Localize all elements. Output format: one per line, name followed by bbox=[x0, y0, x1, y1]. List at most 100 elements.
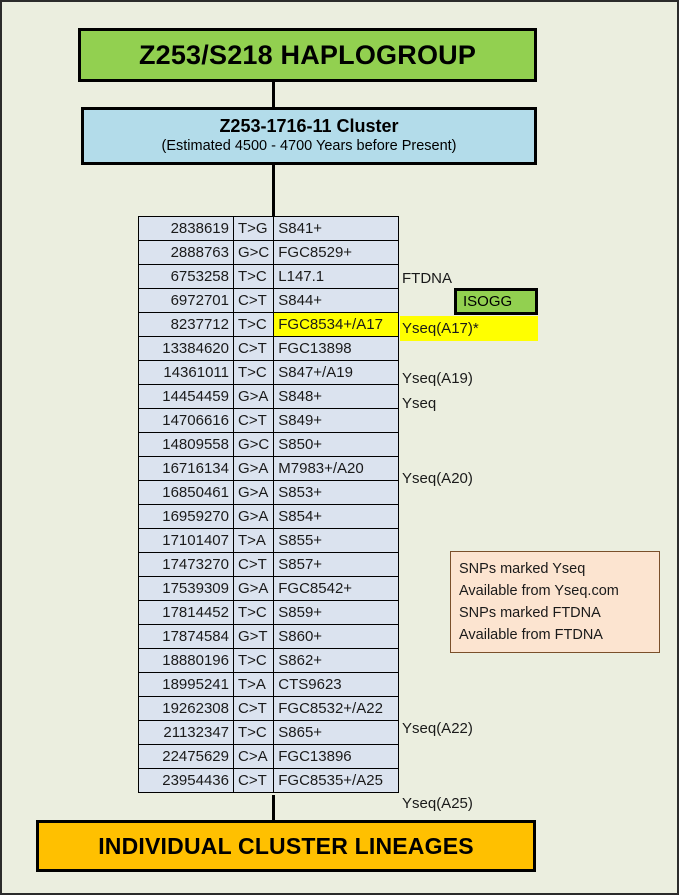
snp-source-label: Yseq(A17)* bbox=[400, 316, 538, 341]
snp-source-label bbox=[400, 216, 670, 241]
snp-mutation-cell: C>A bbox=[232, 744, 275, 769]
snp-name-cell: S841+ bbox=[273, 216, 400, 241]
snp-mutation-cell: G>C bbox=[232, 240, 275, 265]
snp-name-cell: CTS9623 bbox=[273, 672, 400, 697]
snp-position-cell: 13384620 bbox=[138, 336, 234, 361]
legend-box: SNPs marked Yseq Available from Yseq.com… bbox=[450, 551, 660, 653]
snp-mutation-cell: T>A bbox=[232, 672, 275, 697]
legend-line: Available from Yseq.com bbox=[459, 583, 619, 599]
snp-mutation-cell: G>A bbox=[232, 480, 275, 505]
snp-name-cell: FGC13898 bbox=[273, 336, 400, 361]
snp-mutation-cell: T>C bbox=[232, 648, 275, 673]
cluster-box: Z253-1716-11 Cluster (Estimated 4500 - 4… bbox=[81, 107, 537, 165]
snp-mutation-cell: T>C bbox=[232, 720, 275, 745]
snp-position-cell: 17874584 bbox=[138, 624, 234, 649]
snp-position-cell: 19262308 bbox=[138, 696, 234, 721]
snp-position-cell: 21132347 bbox=[138, 720, 234, 745]
connector-line-haplogroup-to-cluster bbox=[272, 80, 275, 109]
snp-source-label bbox=[400, 691, 670, 716]
snp-position-cell: 18995241 bbox=[138, 672, 234, 697]
snp-name-cell: FGC8529+ bbox=[273, 240, 400, 265]
snp-name-cell: FGC13896 bbox=[273, 744, 400, 769]
snp-position-cell: 23954436 bbox=[138, 768, 234, 793]
snp-source-label bbox=[400, 441, 670, 466]
lineages-title: INDIVIDUAL CLUSTER LINEAGES bbox=[98, 832, 474, 859]
snp-source-label bbox=[400, 341, 670, 366]
snp-name-cell: S853+ bbox=[273, 480, 400, 505]
snp-mutation-cell: G>T bbox=[232, 624, 275, 649]
snp-mutation-cell: G>A bbox=[232, 504, 275, 529]
snp-position-cell: 2838619 bbox=[138, 216, 234, 241]
snp-name-cell: FGC8534+/A17 bbox=[273, 312, 400, 337]
snp-name-cell: S849+ bbox=[273, 408, 400, 433]
snp-source-label: Yseq(A25) bbox=[402, 795, 473, 812]
snp-name-cell: S848+ bbox=[273, 384, 400, 409]
cluster-title: Z253-1716-11 Cluster bbox=[219, 116, 399, 137]
snp-position-cell: 22475629 bbox=[138, 744, 234, 769]
snp-source-label bbox=[400, 766, 670, 791]
snp-position-cell: 6972701 bbox=[138, 288, 234, 313]
legend-line: Available from FTDNA bbox=[459, 627, 603, 643]
snp-source-label bbox=[400, 741, 670, 766]
snp-source-label: Yseq bbox=[402, 395, 437, 412]
snp-position-cell: 17539309 bbox=[138, 576, 234, 601]
snp-position-cell: 17473270 bbox=[138, 552, 234, 577]
connector-line-table-to-lineages bbox=[272, 795, 275, 822]
snp-name-cell: S857+ bbox=[273, 552, 400, 577]
snp-source-label bbox=[400, 491, 670, 516]
snp-source-label bbox=[400, 416, 670, 441]
snp-source-label bbox=[400, 666, 670, 691]
snp-mutation-cell: T>G bbox=[232, 216, 275, 241]
snp-source-label: Yseq(A19) bbox=[402, 370, 473, 387]
snp-mutation-cell: G>C bbox=[232, 432, 275, 457]
snp-position-cell: 17101407 bbox=[138, 528, 234, 553]
snp-source-label bbox=[400, 516, 670, 541]
snp-mutation-cell: C>T bbox=[232, 288, 275, 313]
snp-position-cell: 18880196 bbox=[138, 648, 234, 673]
snp-source-label: FTDNA bbox=[402, 270, 452, 287]
snp-mutation-cell: G>A bbox=[232, 384, 275, 409]
haplogroup-header-box: Z253/S218 HAPLOGROUP bbox=[78, 28, 537, 82]
snp-name-cell: FGC8532+/A22 bbox=[273, 696, 400, 721]
snp-mutation-cell: G>A bbox=[232, 456, 275, 481]
snp-mutation-cell: T>C bbox=[232, 600, 275, 625]
snp-name-cell: S860+ bbox=[273, 624, 400, 649]
snp-name-cell: S865+ bbox=[273, 720, 400, 745]
snp-source-label: Yseq(A20) bbox=[402, 470, 473, 487]
snp-position-cell: 2888763 bbox=[138, 240, 234, 265]
snp-mutation-cell: C>T bbox=[232, 336, 275, 361]
snp-mutation-cell: C>T bbox=[232, 768, 275, 793]
snp-position-cell: 8237712 bbox=[138, 312, 234, 337]
snp-position-cell: 6753258 bbox=[138, 264, 234, 289]
snp-name-cell: S854+ bbox=[273, 504, 400, 529]
isogg-callout-box: ISOGG bbox=[454, 288, 538, 315]
isogg-label: ISOGG bbox=[463, 293, 513, 310]
snp-name-cell: FGC8535+/A25 bbox=[273, 768, 400, 793]
snp-mutation-cell: T>C bbox=[232, 264, 275, 289]
cluster-subtitle: (Estimated 4500 - 4700 Years before Pres… bbox=[161, 138, 457, 155]
snp-name-cell: S855+ bbox=[273, 528, 400, 553]
haplogroup-title: Z253/S218 HAPLOGROUP bbox=[138, 39, 477, 70]
